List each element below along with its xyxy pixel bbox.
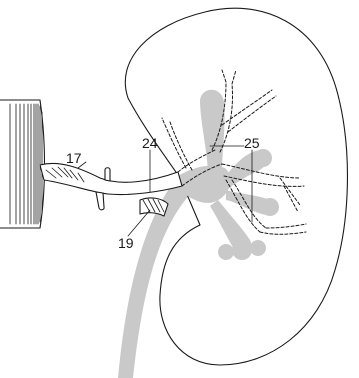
aorta: [0, 100, 46, 228]
leader-line-19: [128, 210, 150, 236]
label-19: 19: [118, 235, 134, 251]
label-25: 25: [244, 135, 260, 151]
label-24: 24: [142, 135, 158, 151]
artery-branch-stub: [140, 198, 168, 216]
label-17: 17: [66, 150, 82, 166]
